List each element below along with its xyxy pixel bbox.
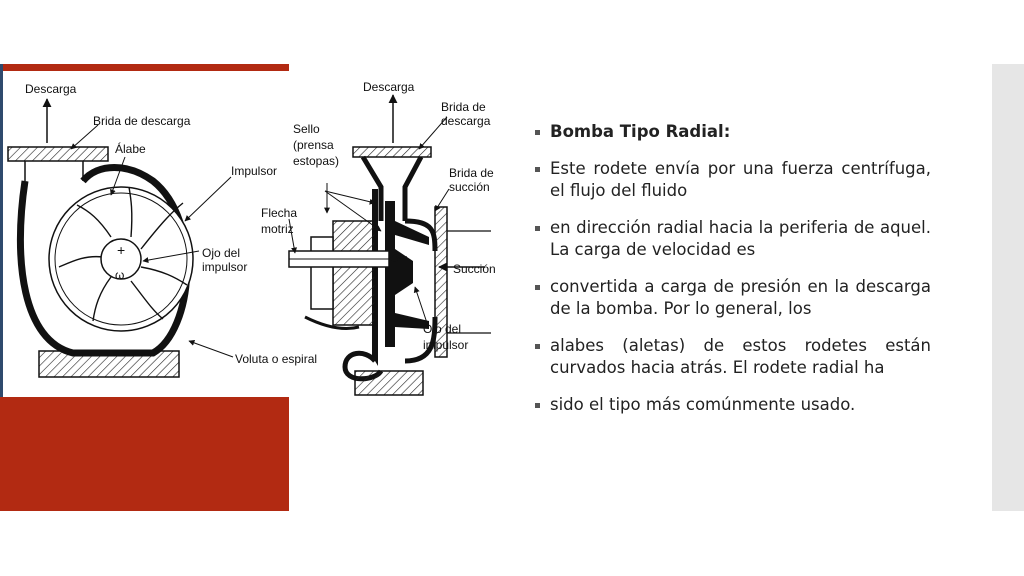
bullet-title: Bomba Tipo Radial: [533, 121, 931, 143]
right-label-flecha-1: Flecha [261, 206, 297, 220]
bullet-item: sido el tipo más comúnmente usado. [533, 394, 931, 416]
right-label-brida-succion-1: Brida de [449, 166, 494, 180]
right-label-sello-3: estopas) [293, 154, 339, 168]
bullet-item: Este rodete envía por una fuerza centríf… [533, 158, 931, 202]
bullet-list: Bomba Tipo Radial: Este rodete envía por… [533, 121, 931, 431]
right-seal-box [332, 220, 376, 326]
right-pump-base [354, 370, 424, 396]
right-pump-section: Descarga Brida de descarga Sello (prensa… [261, 80, 496, 396]
left-impeller-vanes [58, 186, 188, 322]
pump-diagram-svg: + ω Descarga Brida de descarga Álabe Imp… [7, 80, 496, 396]
right-label-brida-succion-2: succión [449, 180, 490, 194]
left-discharge-flange [7, 146, 109, 162]
left-label-alabe: Álabe [115, 141, 146, 156]
left-label-ojo-1: Ojo del [202, 246, 240, 260]
right-suction-flange [434, 206, 448, 358]
right-discharge-flange [352, 146, 432, 158]
left-label-ojo-2: impulsor [202, 260, 247, 274]
right-side-panel [992, 64, 1024, 511]
left-volute-casing [16, 164, 191, 357]
svg-text:+: + [117, 242, 125, 258]
right-label-ojo-2: impulsor [423, 338, 468, 352]
right-label-sello-2: (prensa [293, 138, 334, 152]
right-label-brida-descarga-1: Brida de [441, 100, 486, 114]
right-label-sello-1: Sello [293, 122, 320, 136]
omega-label: ω [115, 268, 124, 282]
right-label-ojo-1: Ojo del [423, 322, 461, 336]
pump-diagram: + ω Descarga Brida de descarga Álabe Imp… [3, 71, 498, 397]
right-label-flecha-2: motriz [261, 222, 294, 236]
right-label-brida-descarga-2: descarga [441, 114, 491, 128]
bullet-item: alabes (aletas) de estos rodetes están c… [533, 335, 931, 379]
bullet-item: en dirección radial hacia la periferia d… [533, 217, 931, 261]
bullet-item: convertida a carga de presión en la desc… [533, 276, 931, 320]
left-label-voluta: Voluta o espiral [235, 352, 317, 366]
left-edge-bar [0, 64, 3, 397]
left-label-brida-descarga: Brida de descarga [93, 114, 191, 128]
right-impeller [385, 201, 413, 347]
left-label-descarga: Descarga [25, 82, 77, 96]
left-pump-view: + ω Descarga Brida de descarga Álabe Imp… [7, 82, 317, 378]
left-label-impulsor: Impulsor [231, 164, 277, 178]
left-impeller-eye [100, 238, 142, 280]
right-label-descarga: Descarga [363, 80, 415, 94]
right-label-succion: Succión [453, 262, 496, 276]
